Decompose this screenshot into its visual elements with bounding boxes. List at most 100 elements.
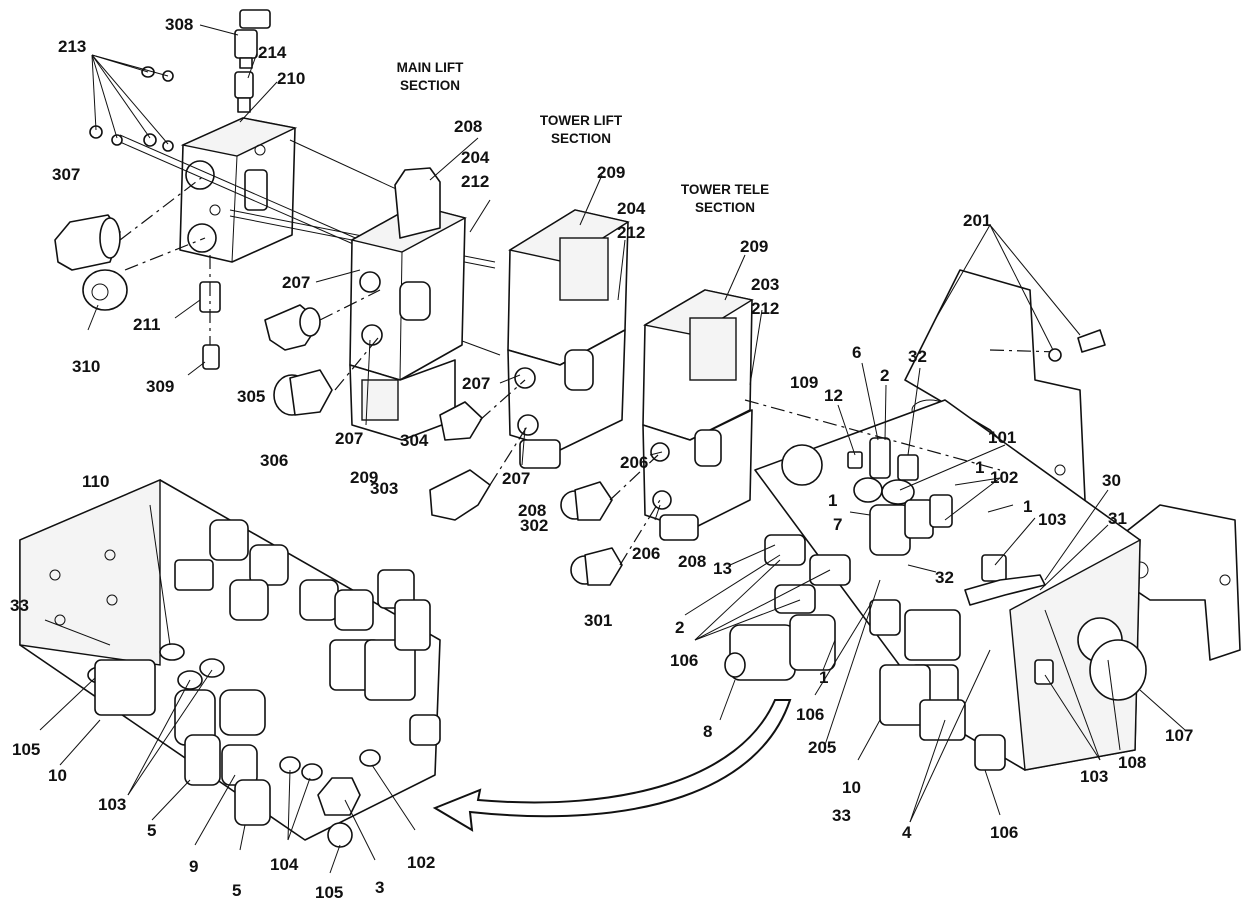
bolt-201 <box>1048 329 1106 362</box>
washers-213 <box>89 66 174 152</box>
callout: 8 <box>703 722 712 741</box>
callout: 9 <box>189 857 198 876</box>
callout: 101 <box>988 428 1016 447</box>
callout: 6 <box>852 343 861 362</box>
leader-lines <box>39 24 1186 874</box>
callout: 207 <box>335 429 363 448</box>
callout: 107 <box>1165 726 1193 745</box>
callout: 207 <box>282 273 310 292</box>
callout: 105 <box>315 883 343 902</box>
section-title-main-lift-line2: SECTION <box>400 78 460 93</box>
section-title-tower-tele: TOWER TELE SECTION <box>681 182 769 215</box>
callout: 33 <box>832 806 851 825</box>
callout: 33 <box>10 596 29 615</box>
callout: 30 <box>1102 471 1121 490</box>
callout: 209 <box>740 237 768 256</box>
elbow-305 <box>264 304 321 351</box>
callout: 203 <box>751 275 779 294</box>
callout: 208 <box>518 501 546 520</box>
tower-tele-valve-block <box>642 289 754 541</box>
callout: 10 <box>842 778 861 797</box>
callout: 103 <box>1038 510 1066 529</box>
callout: 212 <box>751 299 779 318</box>
callout: 1 <box>975 458 984 477</box>
assembled-manifold <box>19 478 441 848</box>
callout: 305 <box>237 387 265 406</box>
callout: 32 <box>908 347 927 366</box>
callout: 102 <box>990 468 1018 487</box>
callout: 31 <box>1108 509 1127 528</box>
callout: 212 <box>461 172 489 191</box>
callout: 204 <box>617 199 646 218</box>
callout: 12 <box>824 386 843 405</box>
callout: 105 <box>12 740 40 759</box>
fitting-307 <box>54 214 121 271</box>
callout: 104 <box>270 855 299 874</box>
callout: 308 <box>165 15 193 34</box>
callout: 204 <box>461 148 490 167</box>
callout: 303 <box>370 479 398 498</box>
section-title-tower-tele-line1: TOWER TELE <box>681 182 769 197</box>
callout: 106 <box>990 823 1018 842</box>
callout: 209 <box>597 163 625 182</box>
callout: 206 <box>620 453 648 472</box>
fitting-306 <box>273 369 333 416</box>
callout: 208 <box>454 117 482 136</box>
callout: 2 <box>675 618 684 637</box>
callout: 4 <box>902 823 912 842</box>
section-title-main-lift-line1: MAIN LIFT <box>397 60 464 75</box>
callout: 10 <box>48 766 67 785</box>
callout: 106 <box>796 705 824 724</box>
callout: 213 <box>58 37 86 56</box>
callout: 307 <box>52 165 80 184</box>
callout: 32 <box>935 568 954 587</box>
right-manifold-block <box>754 399 1147 771</box>
callout: 210 <box>277 69 305 88</box>
elbow-303 <box>429 469 491 521</box>
fitting-302 <box>560 481 613 521</box>
callout: 7 <box>833 515 842 534</box>
callout: 5 <box>232 881 241 900</box>
callout: 108 <box>1118 753 1146 772</box>
callout: 214 <box>258 43 287 62</box>
callout: 106 <box>670 651 698 670</box>
callout-labels: 213 308 214 210 307 310 211 309 305 306 … <box>10 15 1193 902</box>
callout: 5 <box>147 821 156 840</box>
cartridges-top <box>781 437 1007 582</box>
section-title-tower-lift-line2: SECTION <box>551 131 611 146</box>
callout: 211 <box>133 315 160 334</box>
callout: 209 <box>350 468 378 487</box>
inlet-end-cap-210 <box>179 117 298 263</box>
fitting-309 <box>202 344 220 370</box>
callout: 201 <box>963 211 991 230</box>
callout: 208 <box>678 552 706 571</box>
callout: 103 <box>98 795 126 814</box>
section-title-tower-tele-line2: SECTION <box>695 200 755 215</box>
solenoid-8 <box>724 614 836 681</box>
callout: 110 <box>82 472 109 491</box>
section-title-tower-lift: TOWER LIFT SECTION <box>540 113 623 146</box>
assembly-center-lines <box>119 174 1061 566</box>
callout: 102 <box>407 853 435 872</box>
callout: 212 <box>617 223 645 242</box>
fitting-304 <box>439 401 483 441</box>
plug-310 <box>82 269 128 311</box>
callout: 103 <box>1080 767 1108 786</box>
callout: 301 <box>584 611 612 630</box>
fitting-301 <box>570 547 623 586</box>
callout: 109 <box>790 373 818 392</box>
coils-right <box>869 599 966 741</box>
callout: 205 <box>808 738 836 757</box>
callout: 1 <box>828 491 837 510</box>
callout: 207 <box>462 374 490 393</box>
sensor-308 <box>234 9 271 69</box>
callout: 310 <box>72 357 100 376</box>
callout: 3 <box>375 878 384 897</box>
callout: 1 <box>819 668 828 687</box>
callout: 309 <box>146 377 174 396</box>
callout: 13 <box>713 559 732 578</box>
assembly-direction-arrow <box>432 699 792 832</box>
tower-lift-valve-block <box>507 209 630 469</box>
callout: 302 <box>520 516 548 535</box>
